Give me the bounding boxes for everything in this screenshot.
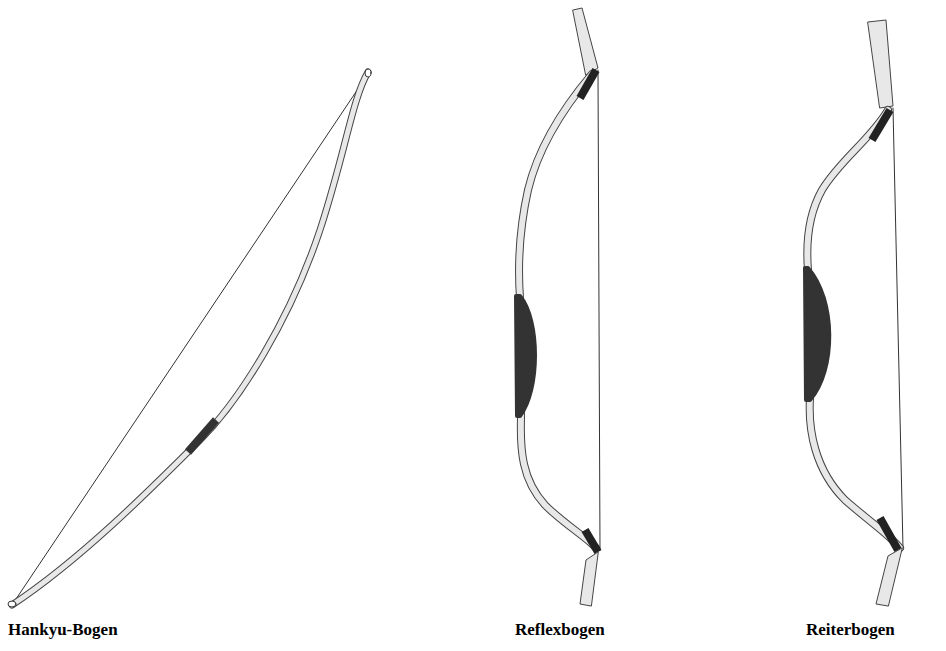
bow-siyah [573, 8, 598, 75]
bow-string [893, 108, 903, 548]
bow-siyah [580, 552, 598, 606]
bow-string [12, 74, 368, 605]
bow-nock-wrap [580, 70, 596, 98]
bow-tip [8, 601, 16, 607]
bow-limb-outline [519, 74, 596, 548]
bow-grip [516, 296, 535, 416]
bow-limb [12, 72, 368, 605]
bow-name: Hankyu-Bogen [8, 620, 118, 640]
bow-grip [805, 268, 829, 400]
bow-siyah [868, 20, 893, 108]
bow-name: Reiterbogen [806, 620, 895, 640]
bow-string [598, 70, 600, 550]
bow-limb-outline [12, 72, 368, 605]
bow-limb [519, 74, 596, 548]
bow-nock-wrap [872, 110, 890, 140]
bow-name: Reflexbogen [515, 620, 605, 640]
bow-siyah [876, 548, 902, 606]
bow-nock-wrap [585, 530, 598, 552]
bow-grip [188, 420, 216, 452]
bow-tip [365, 69, 371, 77]
bow-nock-wrap [880, 518, 898, 550]
